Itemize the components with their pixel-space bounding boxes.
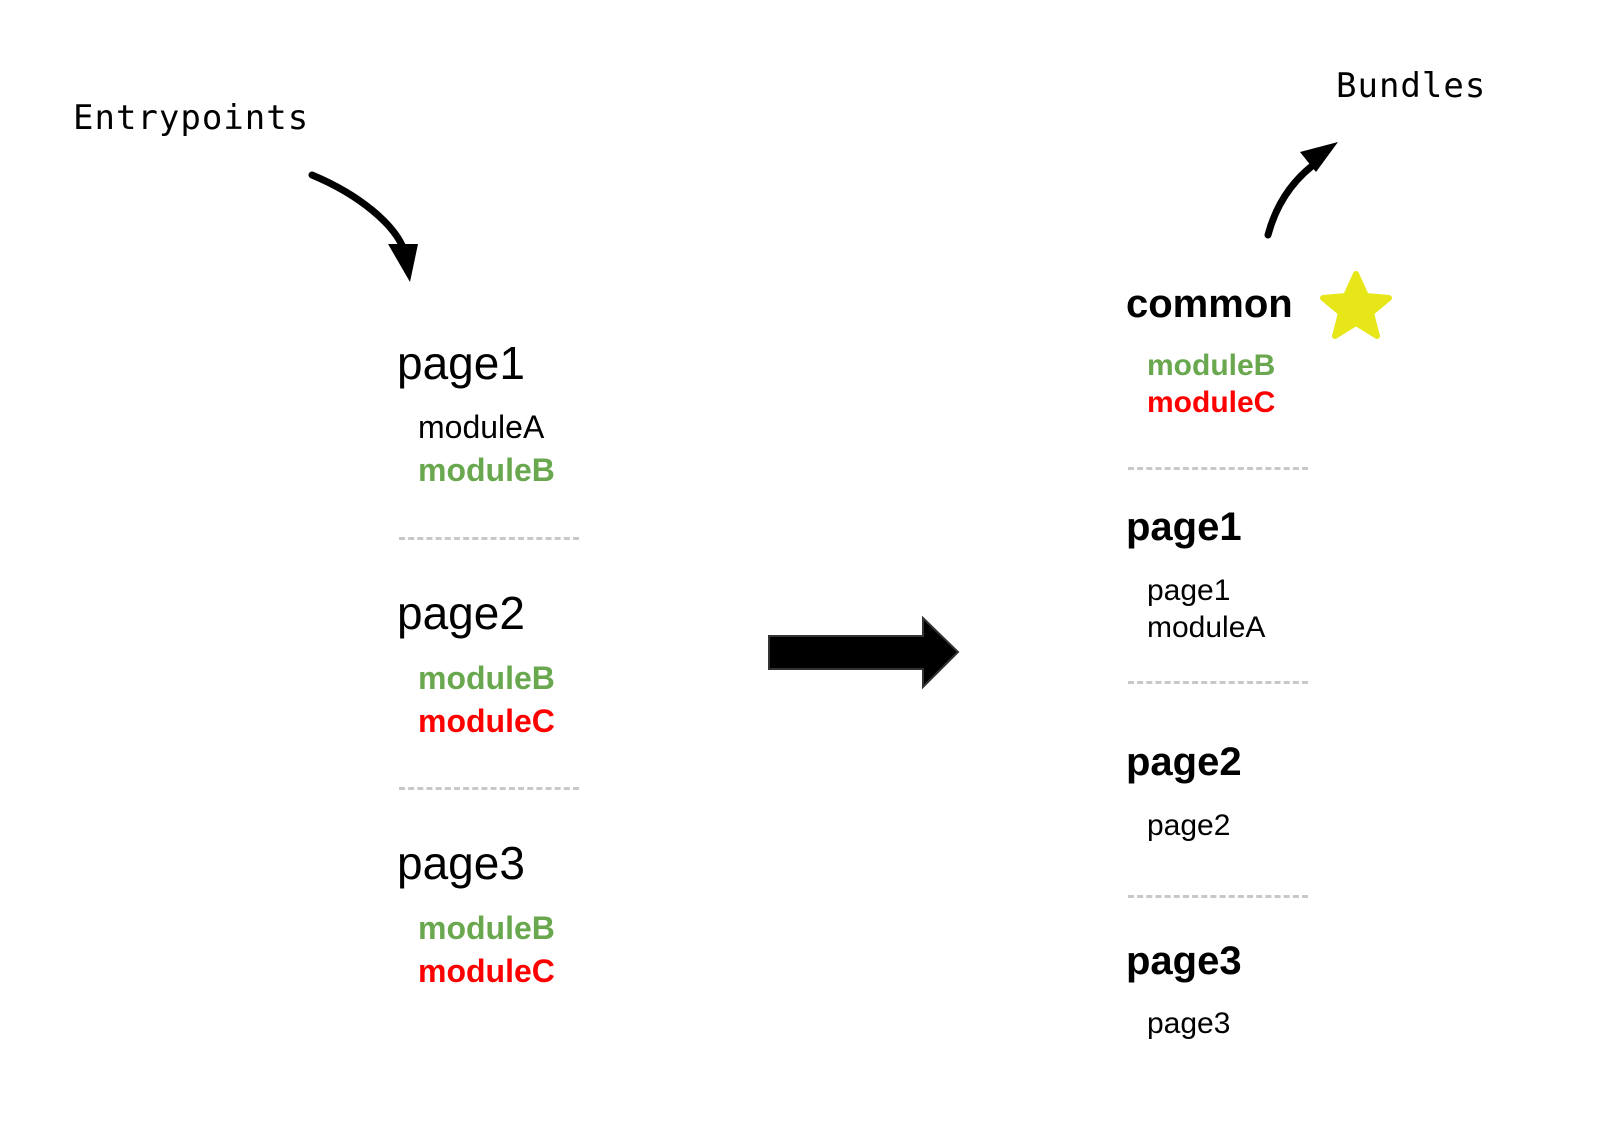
- bundle-page2-module-page2: page2: [1147, 809, 1231, 842]
- bundle-divider: [1128, 467, 1308, 470]
- entrypoint-page3-module-b: moduleB: [418, 910, 555, 946]
- bundle-common-module-c: moduleC: [1147, 386, 1276, 419]
- entrypoint-page1-module-b: moduleB: [418, 452, 555, 488]
- bundle-page1-title: page1: [1126, 505, 1242, 549]
- entrypoint-page3-module-c: moduleC: [418, 953, 555, 989]
- bundles-curved-arrow-icon: [1264, 142, 1338, 239]
- entrypoint-page1-title: page1: [397, 337, 525, 389]
- bundle-page3-module-page3: page3: [1147, 1007, 1231, 1040]
- entrypoints-label: Entrypoints: [73, 98, 310, 138]
- bundle-common-title: common: [1126, 282, 1293, 326]
- entrypoint-page2-module-c: moduleC: [418, 703, 555, 739]
- bundle-page3-title: page3: [1126, 939, 1242, 983]
- bundle-common-module-b: moduleB: [1147, 349, 1276, 382]
- bundle-page1-module-page1: page1: [1147, 574, 1231, 607]
- entrypoint-divider: [399, 787, 579, 790]
- right-arrow-icon: [768, 615, 960, 690]
- bundle-divider: [1128, 681, 1308, 684]
- bundle-page1-module-a: moduleA: [1147, 611, 1266, 644]
- bundle-divider: [1128, 895, 1308, 898]
- entrypoint-page1-module-a: moduleA: [418, 409, 545, 445]
- entrypoint-page3-title: page3: [397, 837, 525, 889]
- entrypoint-page2-module-b: moduleB: [418, 660, 555, 696]
- bundle-page2-title: page2: [1126, 740, 1242, 784]
- entrypoint-page2-title: page2: [397, 587, 525, 639]
- entrypoints-curved-arrow-icon: [308, 171, 418, 282]
- bundles-label: Bundles: [1336, 66, 1487, 106]
- star-icon: [1320, 271, 1392, 339]
- entrypoint-divider: [399, 537, 579, 540]
